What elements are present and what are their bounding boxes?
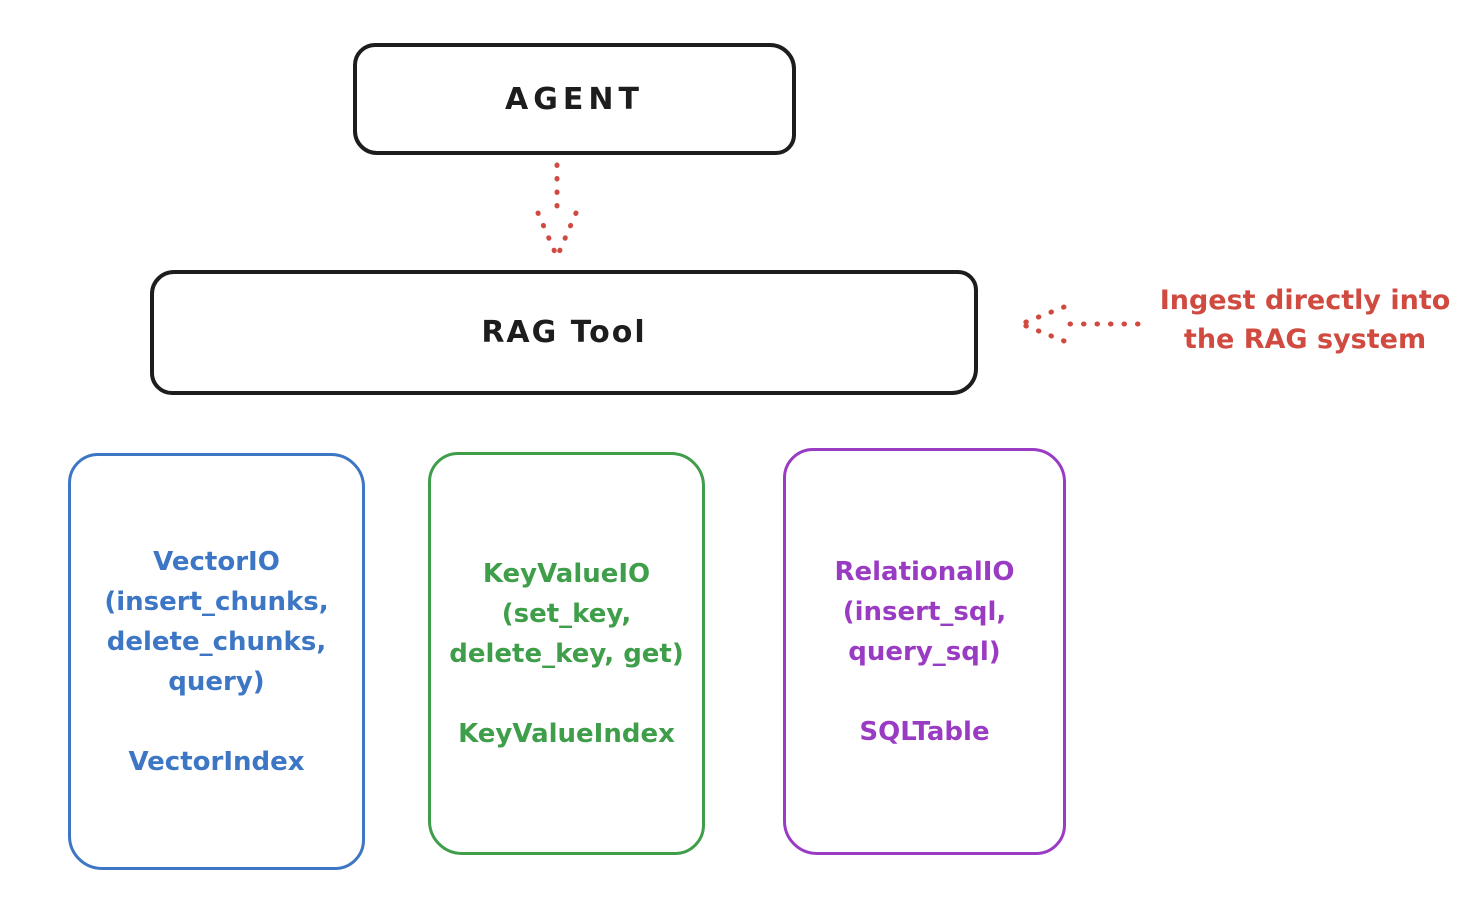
card-methods: RelationalIO (insert_sql, query_sql) — [834, 552, 1014, 672]
card-method-line: delete_key, get) — [449, 638, 684, 669]
arrowhead-right-stroke — [554, 210, 579, 260]
card-method-line: query_sql) — [848, 636, 1001, 667]
card-methods: VectorIO (insert_chunks, delete_chunks, … — [104, 542, 328, 702]
card-method-line: VectorIO — [153, 546, 280, 577]
ingest-annotation: Ingest directly into the RAG system — [1130, 281, 1480, 359]
card-method-line: RelationalIO — [834, 556, 1015, 587]
keyvalue-index-label: KeyValueIndex — [458, 718, 675, 749]
dotted-arrow-down-icon — [535, 162, 579, 260]
card-method-line: (insert_sql, — [842, 596, 1007, 627]
agent-node: AGENT — [353, 43, 796, 155]
ingest-annotation-line1: Ingest directly into — [1159, 285, 1451, 316]
vector-io-card: VectorIO (insert_chunks, delete_chunks, … — [68, 453, 365, 870]
ingest-annotation-line2: the RAG system — [1183, 324, 1427, 355]
rag-tool-node: RAG Tool — [150, 270, 978, 395]
arrowhead-top-stroke — [1018, 304, 1067, 327]
keyvalue-io-card: KeyValueIO (set_key, delete_key, get) Ke… — [428, 452, 705, 855]
rag-tool-label: RAG Tool — [481, 315, 647, 350]
relational-io-card: RelationalIO (insert_sql, query_sql) SQL… — [783, 448, 1066, 855]
vector-index-label: VectorIndex — [128, 746, 305, 777]
card-method-line: query) — [168, 666, 265, 697]
card-method-line: (insert_chunks, — [104, 586, 329, 617]
card-method-line: delete_chunks, — [106, 626, 327, 657]
card-method-line: KeyValueIO — [482, 558, 651, 589]
arrowhead-bottom-stroke — [1018, 321, 1067, 344]
arrowhead-left-stroke — [535, 210, 560, 260]
sql-table-label: SQLTable — [859, 716, 990, 747]
card-methods: KeyValueIO (set_key, delete_key, get) — [449, 554, 684, 674]
agent-label: AGENT — [505, 81, 644, 117]
card-method-line: (set_key, — [501, 598, 632, 629]
dotted-arrow-left-icon — [1018, 304, 1141, 344]
